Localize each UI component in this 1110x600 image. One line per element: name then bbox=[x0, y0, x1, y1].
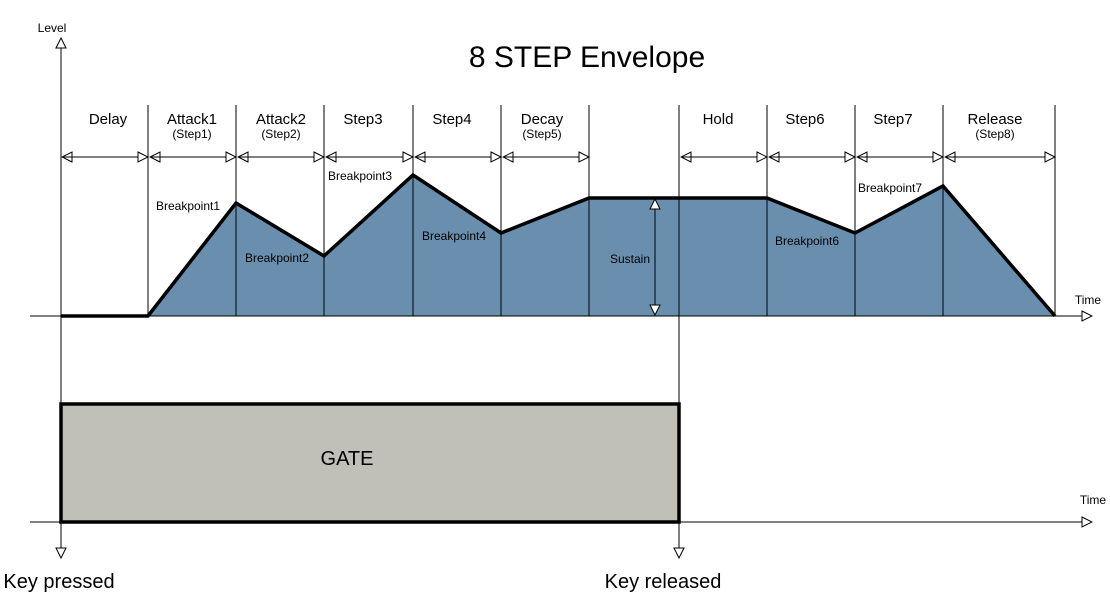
segment-label-step6: Step6 bbox=[785, 111, 824, 128]
segment-label-step3: Step3 bbox=[343, 111, 382, 128]
level-axis-label: Level bbox=[38, 21, 67, 35]
segment-label-delay: Delay bbox=[89, 111, 128, 128]
segment-sub-step5: (Step5) bbox=[522, 127, 561, 141]
sustain-label: Sustain bbox=[610, 252, 650, 266]
breakpoint-label-6: Breakpoint6 bbox=[775, 234, 839, 248]
segment-label-step7: Step7 bbox=[873, 111, 912, 128]
breakpoint-label-2: Breakpoint2 bbox=[245, 251, 309, 265]
segment-sub-step2: (Step2) bbox=[261, 127, 300, 141]
breakpoint-label-4: Breakpoint4 bbox=[422, 229, 486, 243]
gate-block bbox=[59, 402, 681, 524]
breakpoint-label-7: Breakpoint7 bbox=[858, 181, 922, 195]
segment-boundaries bbox=[147, 105, 1056, 316]
segment-label-hold: Hold bbox=[703, 111, 734, 128]
envelope-area bbox=[148, 175, 1055, 316]
segment-label-attack1: Attack1 bbox=[167, 111, 217, 128]
key-released-label: Key released bbox=[605, 571, 722, 593]
envelope-curve bbox=[61, 172, 1057, 318]
segment-label-attack2: Attack2 bbox=[256, 111, 306, 128]
gate-label: GATE bbox=[321, 448, 374, 470]
segment-label-release: Release bbox=[967, 111, 1022, 128]
segment-sub-step8: (Step8) bbox=[975, 127, 1014, 141]
breakpoint-label-3: Breakpoint3 bbox=[328, 169, 392, 183]
key-pressed-label: Key pressed bbox=[3, 571, 114, 593]
segment-label-decay: Decay bbox=[521, 111, 564, 128]
diagram-title: 8 STEP Envelope bbox=[469, 41, 705, 74]
time-axis-label-top: Time bbox=[1075, 293, 1102, 307]
segment-sub-step1: (Step1) bbox=[172, 127, 211, 141]
breakpoint-label-1: Breakpoint1 bbox=[156, 199, 220, 213]
segment-label-step4: Step4 bbox=[432, 111, 471, 128]
time-axis-label-bottom: Time bbox=[1080, 493, 1107, 507]
